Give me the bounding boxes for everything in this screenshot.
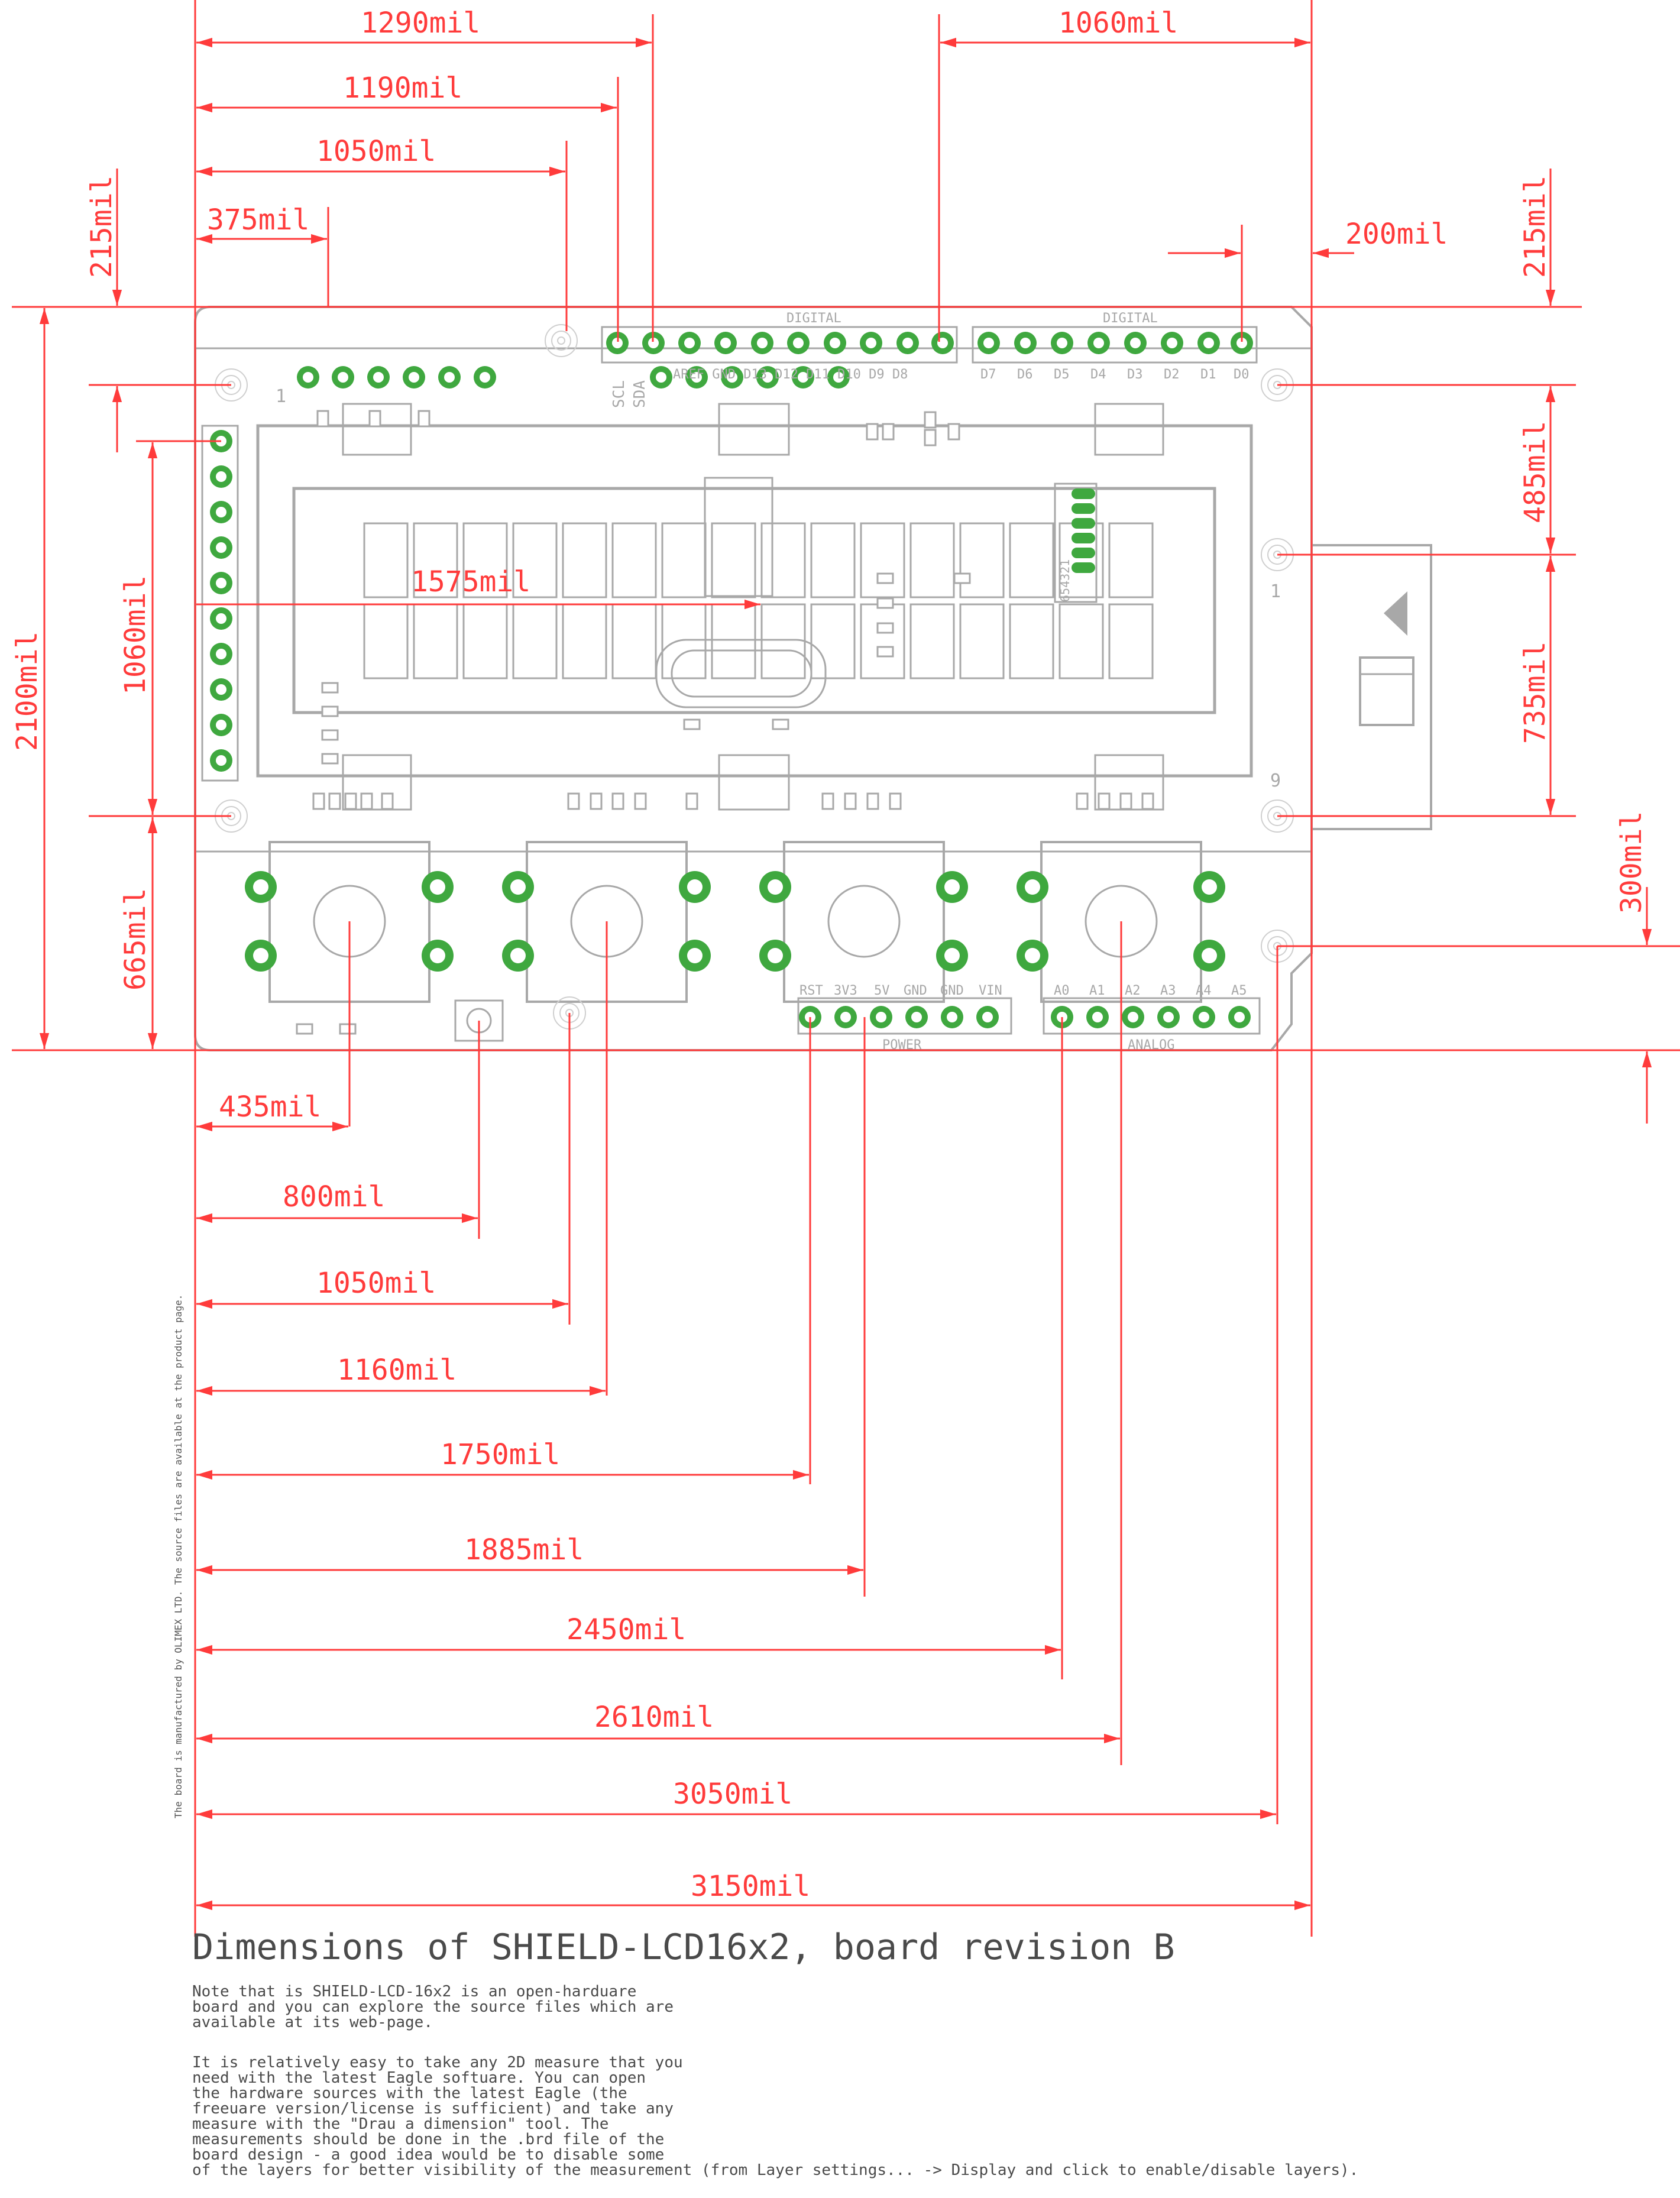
dim-485: 485mil [1519,421,1552,523]
d6-label: D6 [1017,367,1033,382]
dim-1060-left: 1060mil [119,575,152,695]
dim-2610: 2610mil [594,1701,714,1734]
dim-200: 200mil [1345,218,1448,251]
board-outline [194,306,1313,1051]
dim-800: 800mil [283,1180,385,1213]
a2-label: A2 [1125,983,1141,998]
dim-1750: 1750mil [441,1438,560,1471]
lcd-frame [256,424,1253,778]
d4-label: D4 [1090,367,1106,382]
dim-3150: 3150mil [691,1870,810,1903]
silkscreen-labels: DIGITAL DIGITAL SCL SDA AREF GND D13 D12… [276,311,1281,1053]
dimension-labels: 1290mil 1190mil 1050mil 375mil 1060mil 2… [11,7,1648,1903]
note-paragraph-1: Note that is SHIELD-LCD-16x2 is an open-… [192,1983,674,2031]
uext-pin-1-label: 1 [1270,581,1281,602]
a0-label: A0 [1054,983,1070,998]
dim-2450: 2450mil [567,1613,686,1646]
dim-1160: 1160mil [337,1354,457,1387]
uext-connector [1312,544,1432,830]
dim-435: 435mil [219,1090,321,1124]
d2-label: D2 [1164,367,1180,382]
dim-215-left: 215mil [85,176,118,278]
dim-665: 665mil [119,888,152,990]
uext-pin-9-label: 9 [1270,771,1281,791]
d1-label: D1 [1200,367,1216,382]
dim-1050-bottom: 1050mil [316,1267,436,1300]
d3-label: D3 [1127,367,1143,382]
gnd-label-2: GND [940,983,964,998]
dim-1885: 1885mil [464,1533,584,1566]
5v-label: 5V [874,983,890,998]
lcd-character-cells [363,522,1154,679]
small-header-numbers: 654321 [1058,559,1072,602]
digital-pins-labels: AREF GND D13 D12 D11 D10 D9 D8 [673,367,908,382]
digital-label-2: DIGITAL [1103,311,1158,326]
lcd-pin-1-label: 1 [276,386,286,407]
page-title: Dimensions of SHIELD-LCD16x2, board revi… [192,1927,1175,1968]
a5-label: A5 [1231,983,1247,998]
vin-label: VIN [979,983,1002,998]
a1-label: A1 [1089,983,1105,998]
rst-label: RST [799,983,823,998]
gnd-label-1: GND [904,983,927,998]
dim-1050-top: 1050mil [316,135,436,168]
scl-label: SCL [610,380,628,408]
3v3-label: 3V3 [834,983,857,998]
sda-label: SDA [631,380,649,408]
dim-735: 735mil [1519,642,1552,744]
note-paragraph-2: It is relatively easy to take any 2D mea… [192,2054,1359,2179]
dim-300: 300mil [1615,811,1648,914]
dim-215-right: 215mil [1519,176,1552,278]
dim-1290: 1290mil [361,7,480,40]
d5-label: D5 [1054,367,1070,382]
dim-1060-top: 1060mil [1059,7,1178,40]
dim-1575: 1575mil [411,565,530,598]
d0-label: D0 [1234,367,1250,382]
d7-label: D7 [980,367,996,382]
a4-label: A4 [1196,983,1212,998]
dim-1190: 1190mil [343,72,462,105]
pin1-triangle [1384,591,1407,636]
smd-components [296,410,1154,1035]
digital-label-1: DIGITAL [786,311,841,326]
lcd-viewport [292,487,1216,714]
dimension-lines [12,0,1680,1937]
manufacturer-note: The board is manufactured by OLIMEX LTD.… [173,1294,184,1818]
dim-2100: 2100mil [11,632,44,751]
a3-label: A3 [1160,983,1176,998]
through-hole-pads [210,332,1253,1028]
dim-375: 375mil [207,203,309,237]
dim-3050: 3050mil [673,1778,792,1811]
